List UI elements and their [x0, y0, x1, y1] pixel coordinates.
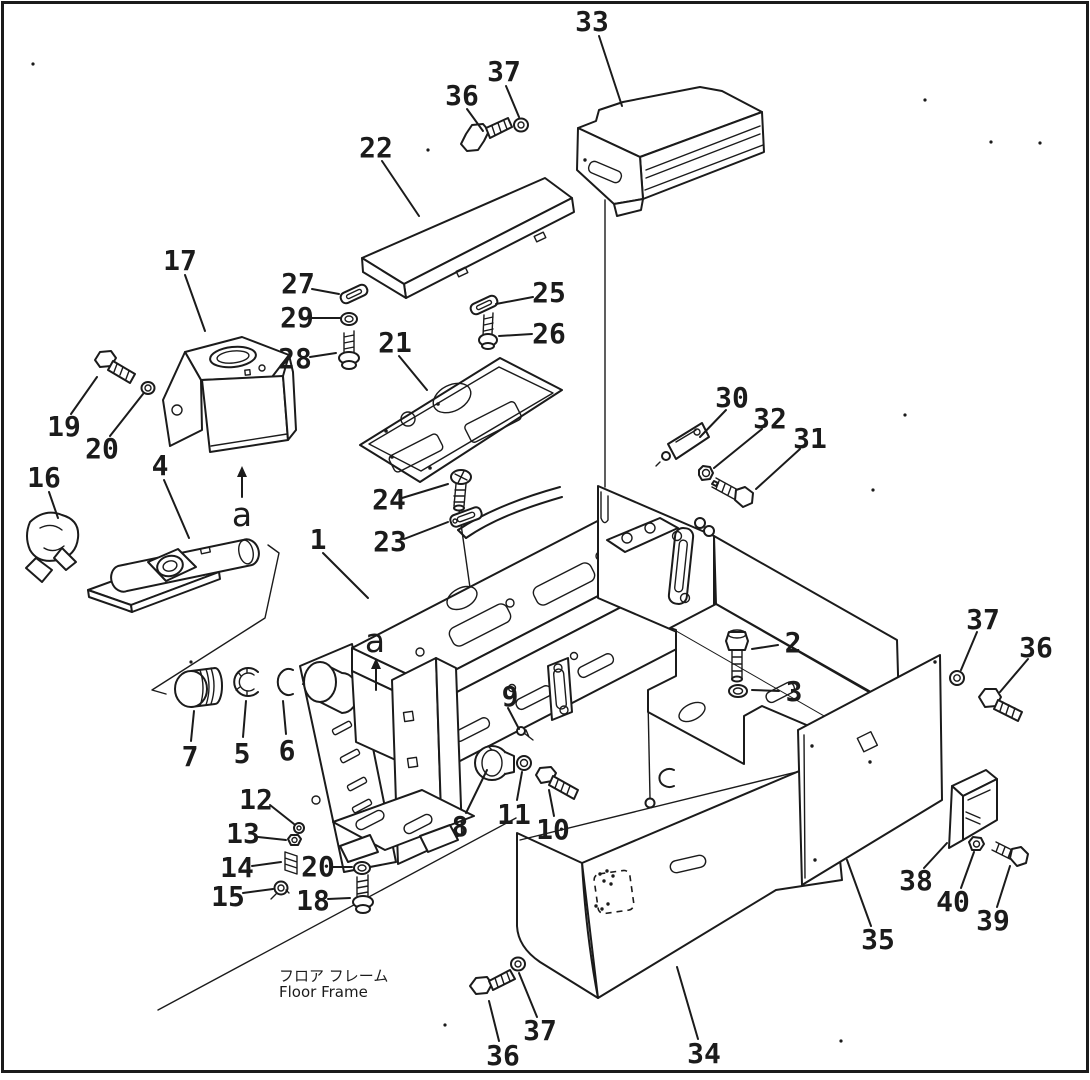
part-washer-37-bottom — [510, 956, 526, 972]
callout-19: 19 — [47, 410, 81, 443]
part-bolt-24 — [450, 469, 472, 512]
part-bolt-18 — [352, 874, 374, 914]
caption-english: Floor Frame — [279, 983, 368, 1001]
part-lever-assembly — [87, 538, 260, 613]
callout-20-center: 20 — [301, 850, 335, 883]
callout-15: 15 — [211, 880, 245, 913]
callout-5: 5 — [234, 737, 251, 770]
part-bracket-30 — [655, 422, 710, 467]
part-bolt-10 — [535, 766, 579, 800]
part-bolt-31 — [711, 477, 754, 508]
callout-33: 33 — [575, 5, 609, 38]
callout-10: 10 — [536, 813, 570, 846]
callout-35: 35 — [861, 923, 895, 956]
callout-2: 2 — [785, 626, 802, 659]
callout-24: 24 — [372, 483, 406, 516]
callout-22: 22 — [359, 131, 393, 164]
callout-9: 9 — [502, 680, 519, 713]
callout-13: 13 — [226, 817, 260, 850]
part-clip-25 — [469, 294, 499, 316]
callout-1: 1 — [310, 523, 327, 556]
part-washer-37-top — [513, 117, 529, 133]
part-clip-27 — [339, 283, 369, 305]
callout-6: 6 — [279, 734, 296, 767]
part-panel-plate — [359, 357, 563, 483]
callout-18: 18 — [296, 884, 330, 917]
callout-37-bottom: 37 — [523, 1014, 557, 1047]
callout-14: 14 — [220, 851, 254, 884]
callout-8: 8 — [452, 810, 469, 843]
ref-a-arrows — [237, 466, 381, 691]
part-nut-32 — [698, 465, 714, 481]
callout-29: 29 — [280, 301, 314, 334]
callout-11: 11 — [497, 798, 531, 831]
callout-23: 23 — [373, 525, 407, 558]
part-bracket-38 — [948, 769, 998, 849]
ref-a-upper: a — [232, 495, 252, 534]
part-bolt-36-bottom — [469, 969, 516, 995]
part-bolt-28 — [338, 330, 360, 370]
part-o-ring — [276, 668, 294, 696]
part-box-cover — [516, 757, 843, 999]
part-console-lid — [361, 177, 575, 299]
part-washer-20-left — [140, 381, 156, 395]
part-bolt-36-top — [460, 117, 513, 152]
callout-20-left: 20 — [85, 432, 119, 465]
part-bolt-2 — [725, 629, 749, 683]
callout-25: 25 — [532, 276, 566, 309]
caption-japanese: フロア フレーム — [279, 967, 388, 985]
part-rear-cover — [576, 86, 765, 217]
part-bolt-39 — [991, 841, 1029, 867]
caption: フロア フレーム Floor Frame — [279, 967, 388, 1001]
part-lever-cover — [162, 336, 297, 453]
part-split-ring — [233, 667, 259, 697]
part-bolt-26 — [478, 312, 498, 350]
part-knob — [25, 511, 80, 583]
callout-37-right: 37 — [966, 603, 1000, 636]
part-spring-14 — [284, 851, 298, 875]
part-washer-3 — [728, 684, 748, 698]
part-screw-15 — [270, 880, 290, 900]
part-nut-40 — [968, 836, 985, 851]
part-side-plate — [797, 654, 943, 886]
print-specks — [31, 62, 1042, 1043]
part-pin-12 — [293, 822, 305, 834]
callout-21: 21 — [378, 326, 412, 359]
callout-32: 32 — [753, 402, 787, 435]
ref-a-lower: a — [365, 621, 385, 660]
callout-3: 3 — [786, 675, 803, 708]
callout-27: 27 — [281, 267, 315, 300]
callout-37-top: 37 — [487, 55, 521, 88]
callout-7: 7 — [182, 740, 199, 773]
leader-lines — [48, 35, 1029, 1042]
callout-38: 38 — [899, 864, 933, 897]
callout-40: 40 — [936, 885, 970, 918]
part-washer-20-center — [353, 861, 371, 875]
callout-36-right: 36 — [1019, 631, 1053, 664]
callout-36-top: 36 — [445, 79, 479, 112]
callout-26: 26 — [532, 317, 566, 350]
callout-30: 30 — [715, 381, 749, 414]
callout-16: 16 — [27, 461, 61, 494]
part-washer-11 — [516, 755, 532, 771]
part-washer-37-right — [949, 670, 965, 686]
callout-39: 39 — [976, 904, 1010, 937]
callout-36-bottom: 36 — [486, 1039, 520, 1072]
callout-labels: 33 37 36 22 17 27 25 29 26 28 21 19 20 1… — [27, 5, 1053, 1072]
callout-28: 28 — [278, 342, 312, 375]
callout-31: 31 — [793, 422, 827, 455]
part-grommet-8 — [474, 745, 515, 781]
callout-34: 34 — [687, 1037, 721, 1070]
callout-12: 12 — [239, 783, 273, 816]
part-nut-13 — [287, 834, 302, 846]
callout-4: 4 — [152, 449, 169, 482]
callout-17: 17 — [163, 244, 197, 277]
part-clip-23 — [449, 506, 483, 528]
part-washer-29 — [340, 312, 358, 326]
part-bolt-19 — [94, 350, 136, 384]
part-bolt-36-right — [978, 688, 1023, 722]
part-bushing — [174, 667, 223, 708]
